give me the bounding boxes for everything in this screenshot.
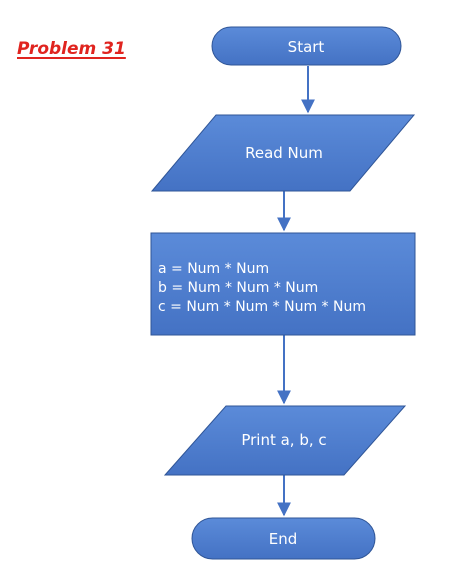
process-rectangle: a = Num * Num b = Num * Num * Num c = Nu…	[150, 232, 416, 336]
process-line-3: c = Num * Num * Num * Num	[158, 299, 366, 315]
start-terminator: Start	[211, 26, 402, 66]
input-parallelogram: Read Num	[150, 114, 416, 192]
end-terminator: End	[191, 517, 376, 560]
process-line-2: b = Num * Num * Num	[158, 280, 318, 296]
input-label: Read Num	[245, 144, 323, 162]
page-title: Problem 31	[17, 39, 126, 59]
output-parallelogram: Print a, b, c	[163, 405, 407, 476]
process-line-1: a = Num * Num	[158, 261, 269, 277]
start-label: Start	[288, 38, 325, 56]
end-label: End	[269, 530, 298, 548]
output-label: Print a, b, c	[241, 431, 326, 449]
